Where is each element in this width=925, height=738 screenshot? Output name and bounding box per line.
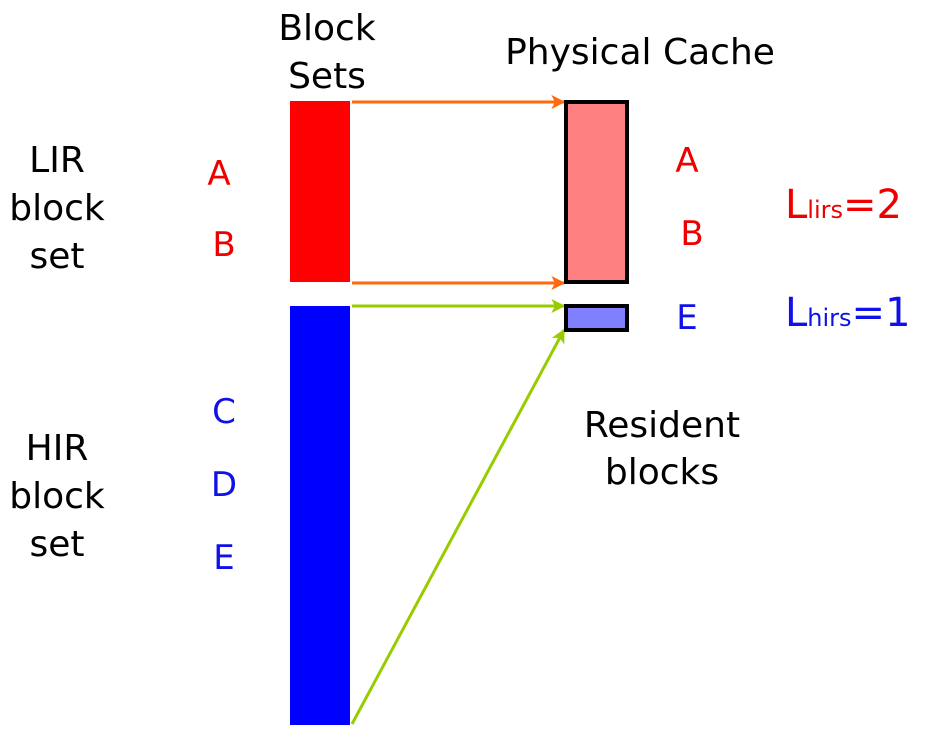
cache-block-b-label: B [680,214,703,254]
hir-set-label-line2: block [9,476,105,517]
cache-lir-slot [564,100,629,284]
lirs-limit-value: =2 [843,182,902,228]
resident-blocks-line2: blocks [605,452,719,493]
lir-block-set-bar [290,101,350,282]
cache-block-e-label: E [676,298,697,338]
block-sets-heading-line2: Sets [288,56,366,97]
block-sets-heading-line1: Block [278,8,376,49]
hirs-limit-value: =1 [852,290,911,336]
cache-hir-slot [564,304,629,332]
resident-blocks-line1: Resident [584,405,740,446]
cache-block-a-label: A [675,141,698,181]
lir-set-label-line2: block [9,188,105,229]
lir-set-label-line3: set [29,236,84,277]
hir-block-d-label: D [211,465,237,505]
lirs-limit-base: L [785,182,808,228]
lir-block-b-label: B [212,225,235,265]
hir-set-label-line3: set [29,524,84,565]
hirs-limit-sub: hirs [807,304,851,332]
hir-block-set-bar [290,306,350,725]
hir-set-label-line1: HIR [26,428,89,469]
hir-block-e-label: E [213,538,234,578]
hirs-limit-base: L [785,290,808,336]
hirs-limit: Lhirs=1 [785,290,911,336]
lirs-limit: Llirs=2 [785,182,902,228]
lir-block-a-label: A [207,154,230,194]
physical-cache-heading: Physical Cache [505,32,775,73]
hir-bottom-arrow [350,328,566,725]
lir-set-label-line1: LIR [29,140,85,181]
hir-block-c-label: C [212,392,236,432]
lirs-limit-sub: lirs [807,196,843,224]
